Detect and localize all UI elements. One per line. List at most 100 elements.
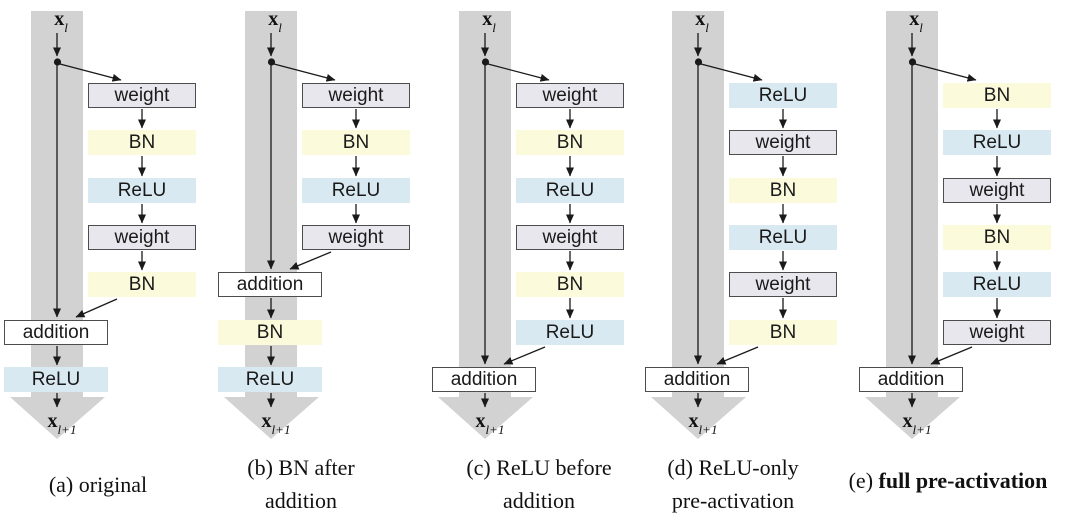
caption-e: (e) full pre-activation [849,464,1048,497]
addition-label: addition [450,369,518,390]
relu-label: ReLU [972,274,1022,295]
input-subscript: l [278,20,282,35]
weight-box: weight [516,83,624,108]
weight-box: weight [516,225,624,250]
caption-text: addition [502,488,576,513]
input-subscript: l [705,20,709,35]
weight-label: weight [542,85,598,106]
bn-label: BN [983,85,1011,106]
relu-box: ReLU [516,320,624,345]
caption-text: (b) BN after [247,455,355,480]
weight-label: weight [755,132,811,153]
relu-label: ReLU [758,85,808,106]
bn-label: BN [556,132,584,153]
bn-box: BN [88,130,196,155]
input-var: x [268,8,279,30]
branch-point-dot [694,58,703,66]
caption-text: (c) ReLU before [466,455,612,480]
caption-c: (c) ReLU before addition [466,451,611,517]
input-subscript: l [492,20,496,35]
relu-box: ReLU [516,178,624,203]
caption-line: (c) ReLU before [466,451,611,484]
weight-box: weight [88,225,196,250]
weight-label: weight [114,227,170,248]
weight-box: weight [729,272,837,297]
input-label: xl [268,8,282,35]
flow-graph-d [651,11,787,439]
weight-label: weight [969,180,1025,201]
relu-box: ReLU [4,367,108,392]
caption-line: (b) BN after [247,451,355,484]
output-subscript: l+1 [271,422,291,437]
relu-label: ReLU [31,369,81,390]
input-label: xl [909,8,923,35]
addition-label: addition [663,369,731,390]
output-label: xl+1 [261,410,291,437]
output-label: xl+1 [476,410,505,437]
output-label: xl+1 [688,410,718,437]
caption-text: pre-activation [671,488,795,513]
relu-label: ReLU [245,369,295,390]
output-subscript: l+1 [485,422,505,437]
weight-box: weight [729,130,837,155]
bn-label: BN [769,322,797,343]
bn-box: BN [729,320,837,345]
relu-box: ReLU [302,178,410,203]
input-subscript: l [919,20,923,35]
flow-arrow [289,251,332,270]
flow-arrow [273,63,336,82]
caption-b: (b) BN after addition [247,451,355,517]
bn-label: BN [769,180,797,201]
flow-arrow [716,346,759,365]
caption-line: (e) full pre-activation [849,464,1048,497]
bn-box: BN [88,272,196,297]
input-var: x [695,8,706,30]
output-var: x [261,410,272,432]
branch-point-dot [267,58,276,66]
flow-arrow [914,63,977,82]
weight-label: weight [969,322,1025,343]
caption-text: addition [264,488,338,513]
input-label: xl [54,8,68,35]
caption-text: (a) original [48,472,148,497]
bn-label: BN [342,132,370,153]
bn-box: BN [943,225,1051,250]
relu-box: ReLU [218,367,322,392]
bn-box: BN [516,130,624,155]
flow-arrow [503,346,546,365]
addition-label: addition [22,322,90,343]
flow-graph-b [224,11,360,439]
weight-label: weight [542,227,598,248]
flow-arrow [487,63,550,82]
input-var: x [482,8,493,30]
addition-box: addition [4,320,108,345]
bn-label: BN [983,227,1011,248]
flow-arrow [700,63,763,82]
caption-text: (d) ReLU-only [667,455,799,480]
relu-label: ReLU [331,180,381,201]
caption-line: (d) ReLU-only [667,451,798,484]
relu-label: ReLU [545,180,595,201]
branch-point-dot [908,58,917,66]
bn-label: BN [256,322,284,343]
output-var: x [688,410,699,432]
weight-label: weight [114,85,170,106]
addition-box: addition [432,367,536,392]
weight-box: weight [943,178,1051,203]
bn-box: BN [218,320,322,345]
relu-label: ReLU [117,180,167,201]
output-var: x [902,410,913,432]
input-label: xl [695,8,709,35]
weight-label: weight [328,85,384,106]
weight-box: weight [302,83,410,108]
weight-box: weight [88,83,196,108]
flow-graph-e [865,11,1001,439]
relu-box: ReLU [943,130,1051,155]
caption-line: addition [247,484,355,517]
addition-box: addition [218,272,322,297]
bn-box: BN [729,178,837,203]
caption-a: (a) original [49,468,147,501]
